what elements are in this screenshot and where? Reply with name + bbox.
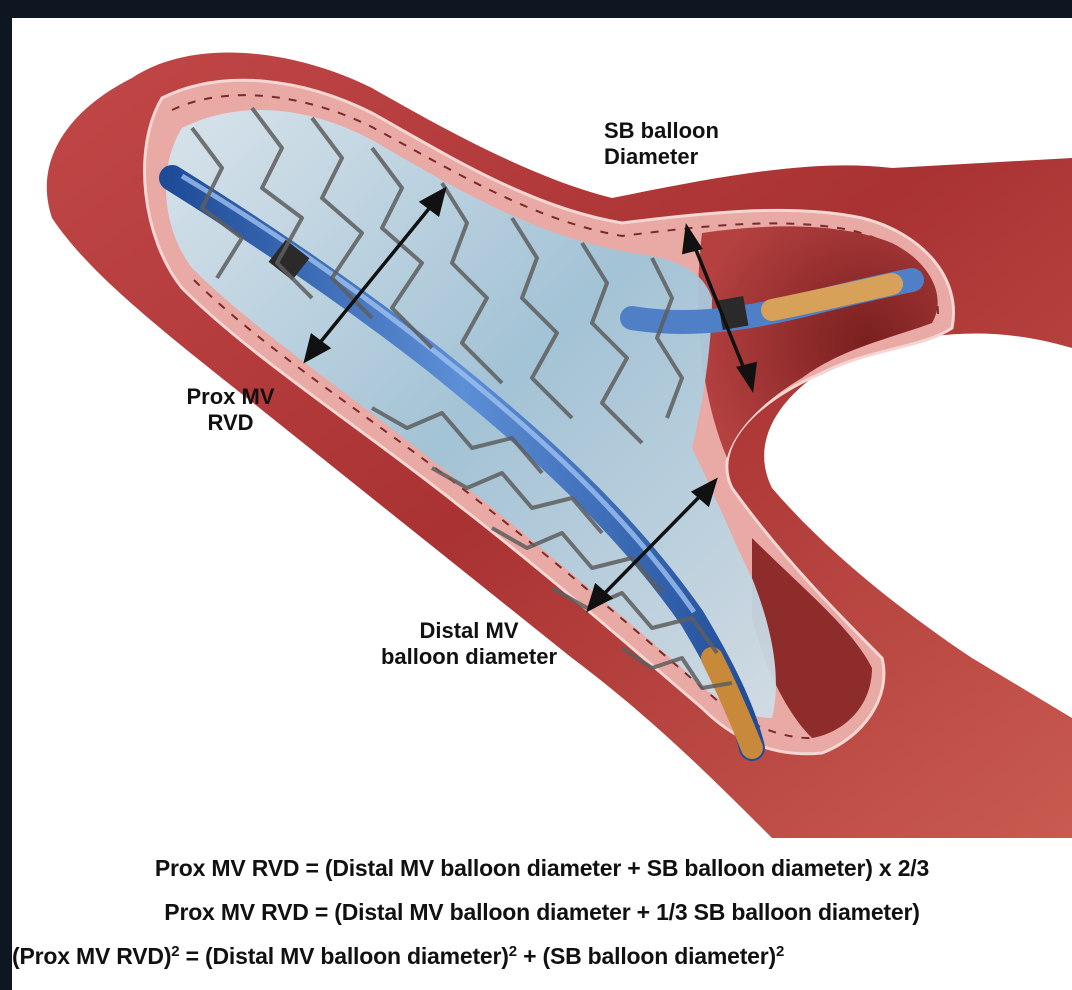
prox-label-line2: RVD	[178, 410, 283, 436]
bifurcation-diagram	[12, 18, 1072, 838]
formula-block: Prox MV RVD = (Distal MV balloon diamete…	[12, 846, 1072, 978]
distal-label-line2: balloon diameter	[364, 644, 574, 670]
distal-mv-balloon-label: Distal MV balloon diameter	[364, 618, 574, 670]
sb-balloon-diameter-label: SB balloon Diameter	[604, 118, 719, 170]
formula-3-part-b: = (Distal MV balloon diameter)	[179, 943, 508, 969]
stage: SB balloon Diameter Prox MV RVD Distal M…	[12, 18, 1072, 990]
prox-mv-rvd-label: Prox MV RVD	[178, 384, 283, 436]
formula-3-exponent-3: 2	[776, 943, 784, 960]
distal-label-line1: Distal MV	[364, 618, 574, 644]
formula-3-part-c: + (SB balloon diameter)	[517, 943, 776, 969]
formula-line-2: Prox MV RVD = (Distal MV balloon diamete…	[12, 890, 1072, 934]
prox-label-line1: Prox MV	[178, 384, 283, 410]
formula-3-exponent-2: 2	[509, 943, 517, 960]
formula-line-3: (Prox MV RVD) 2 = (Distal MV balloon diam…	[12, 934, 1072, 978]
sb-label-line1: SB balloon	[604, 118, 719, 144]
formula-3-part-a: (Prox MV RVD)	[12, 943, 171, 969]
formula-line-1: Prox MV RVD = (Distal MV balloon diamete…	[12, 846, 1072, 890]
sb-label-line2: Diameter	[604, 144, 719, 170]
